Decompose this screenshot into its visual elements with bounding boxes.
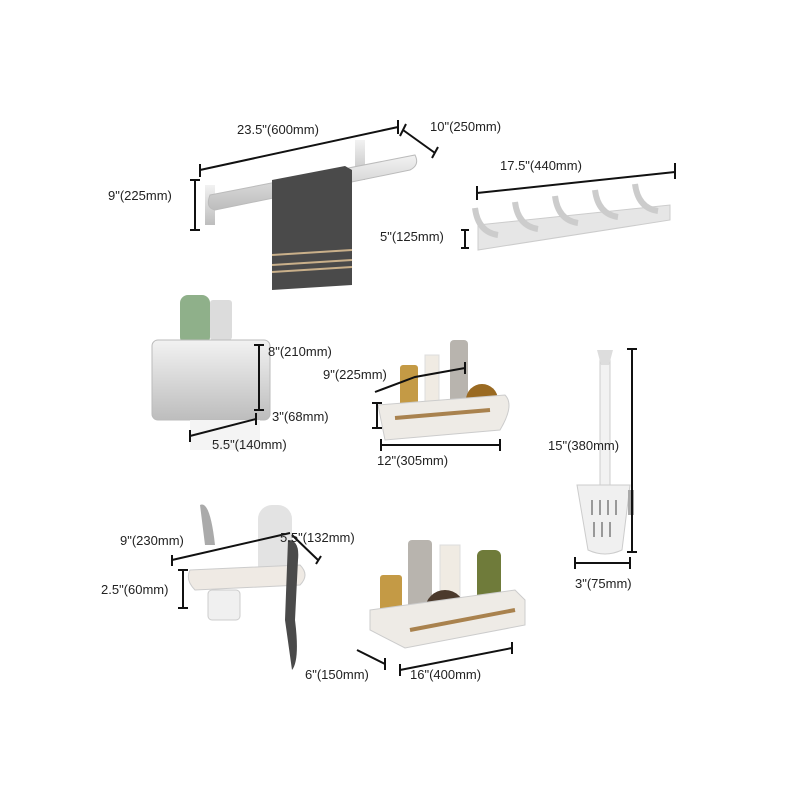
toilet-brush-image [576, 350, 634, 555]
dryer-holder-length-label: 9"(230mm) [120, 533, 184, 548]
hair-dryer-holder-image [187, 504, 306, 670]
rectangular-shelf-image [369, 540, 526, 649]
corner-shelf-depth-label: 9"(225mm) [323, 367, 387, 382]
tissue-box-width-label: 5.5"(140mm) [212, 437, 287, 452]
towel-rack-image [205, 140, 418, 290]
toilet-brush-width-label: 3"(75mm) [575, 576, 632, 591]
towel-rack-depth-label: 10"(250mm) [430, 119, 502, 134]
rect-shelf-depth-label: 6"(150mm) [305, 667, 369, 682]
towel-rack-length-label: 23.5"(600mm) [237, 122, 319, 137]
rect-shelf-width-label: 16"(400mm) [410, 667, 482, 682]
towel-rack-height-label: 9"(225mm) [108, 188, 172, 203]
hook-rail-length-label: 17.5"(440mm) [500, 158, 582, 173]
hook-rail-image [472, 183, 671, 251]
hook-rail-height-label: 5"(125mm) [380, 229, 444, 244]
dimension-lines [171, 120, 676, 676]
tissue-box-image [151, 295, 271, 450]
corner-shelf-height-label: 3"(68mm) [272, 409, 329, 424]
corner-shelf-width-label: 12"(305mm) [377, 453, 449, 468]
corner-shelf-image [377, 340, 510, 441]
dryer-holder-height-label: 2.5"(60mm) [101, 582, 169, 597]
toilet-brush-height-label: 15"(380mm) [548, 438, 620, 453]
dryer-holder-depth-label: 5.5"(132mm) [280, 530, 355, 545]
tissue-box-height-label: 8"(210mm) [268, 344, 332, 359]
